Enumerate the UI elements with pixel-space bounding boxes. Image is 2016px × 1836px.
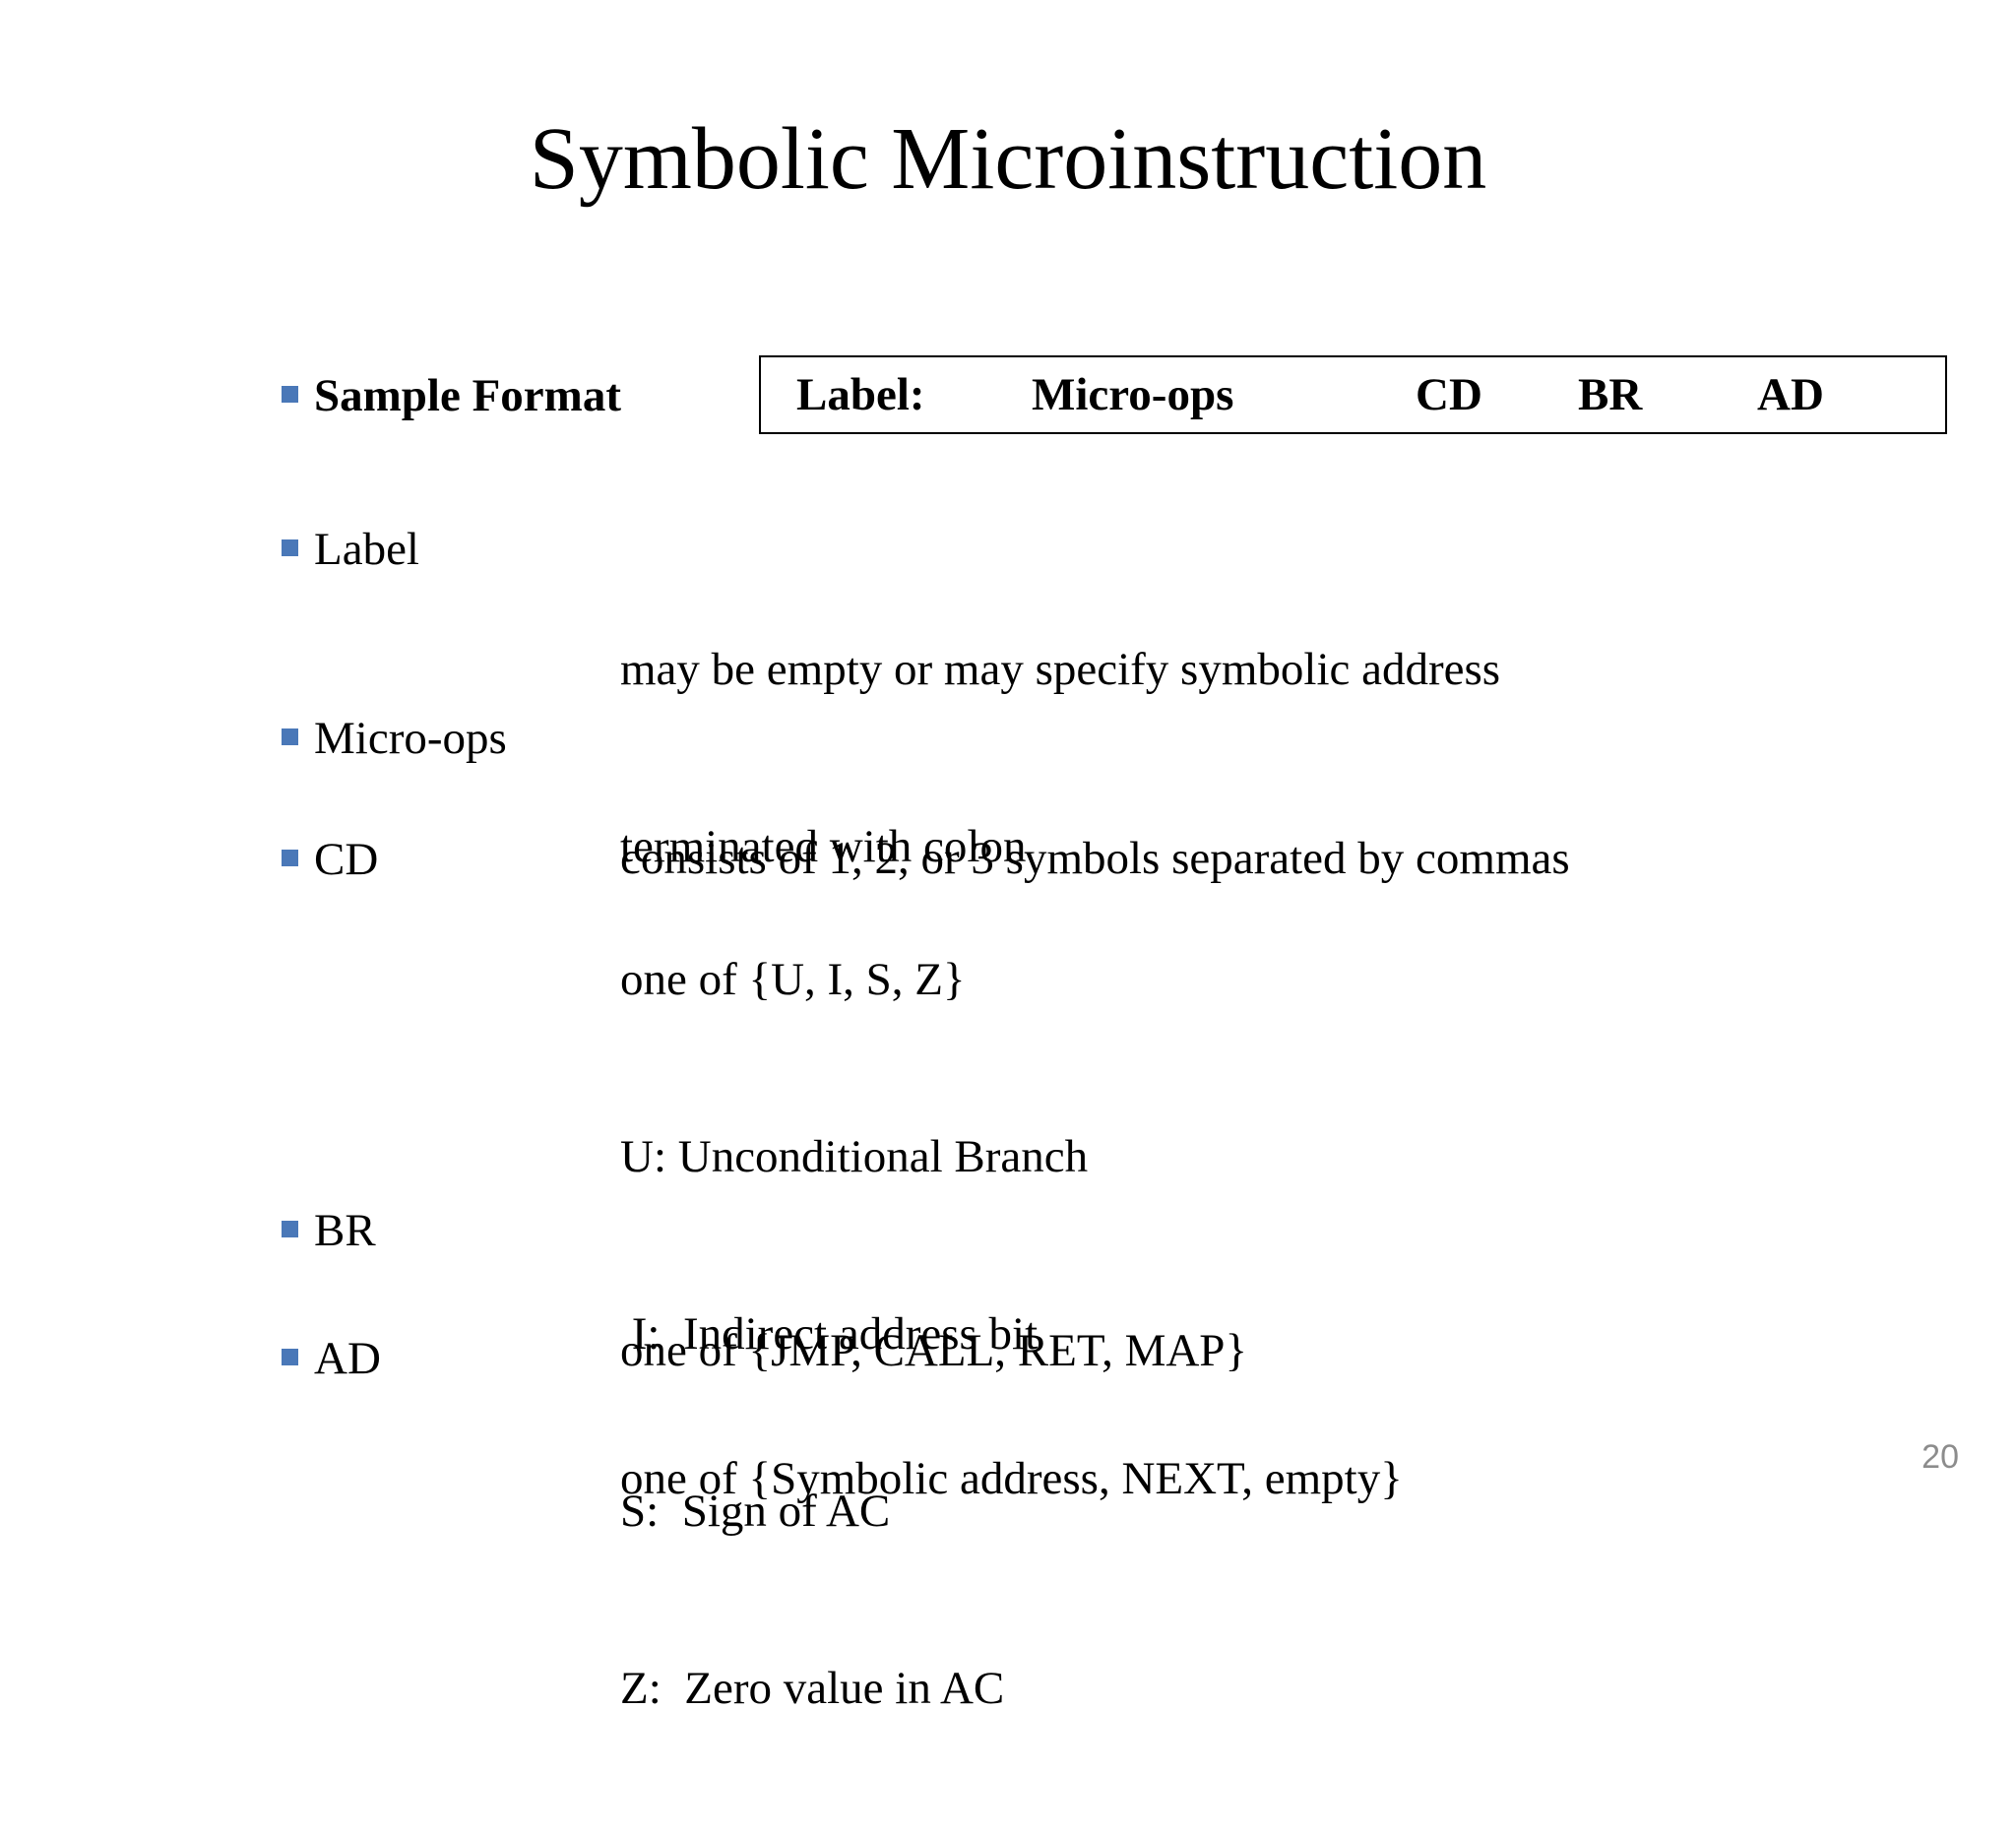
description-label: may be empty or may specify symbolic add… [620,522,1500,994]
square-bullet-icon [282,386,298,403]
bullet-row-label: Label [282,522,419,577]
field-ad: AD [1757,369,1824,420]
square-bullet-icon [282,728,298,745]
field-br: BR [1578,369,1643,420]
page-number: 20 [1922,1438,1959,1476]
term-micro-ops: Micro-ops [314,713,507,764]
term-br: BR [314,1205,376,1256]
slide-content: Sample Format Label: Micro-ops CD BR AD … [282,355,1947,1714]
field-cd: CD [1416,369,1482,420]
bullet-row-sample-format: Sample Format [282,368,621,423]
sample-format-box: Label: Micro-ops CD BR AD [759,355,1947,434]
square-bullet-icon [282,1221,298,1237]
square-bullet-icon [282,539,298,556]
bullet-row-br: BR [282,1203,376,1258]
bullet-row-micro-ops: Micro-ops [282,711,507,766]
square-bullet-icon [282,1349,298,1365]
term-label: Label [314,524,419,575]
field-micro-ops: Micro-ops [1032,369,1234,420]
description-line: one of {U, I, S, Z} [620,954,966,1005]
description-ad: one of {Symbolic address, NEXT, empty} [620,1331,1403,1626]
bullet-row-ad: AD [282,1331,381,1386]
term-sample-format: Sample Format [314,370,621,421]
page-title: Symbolic Microinstruction [529,110,1487,208]
square-bullet-icon [282,850,298,866]
description-line: Z: Zero value in AC [620,1663,1005,1714]
sample-format-fields: Label: Micro-ops CD BR AD [761,357,1945,432]
description-line: terminated with colon [620,821,1027,872]
description-line: U: Unconditional Branch [620,1131,1089,1182]
description-br: one of {JMP, CALL, RET, MAP} [620,1203,1247,1498]
description-line: consists of 1, 2, or 3 symbols separated… [620,833,1570,884]
bullet-row-cd: CD [282,832,378,887]
description-line: one of {Symbolic address, NEXT, empty} [620,1453,1403,1504]
term-ad: AD [314,1333,381,1384]
field-label: Label: [796,369,925,420]
description-line: I: Indirect address bit [620,1308,1039,1360]
term-cd: CD [314,834,379,885]
description-micro-ops: consists of 1, 2, or 3 symbols separated… [620,711,1570,1006]
description-line: one of {JMP, CALL, RET, MAP} [620,1325,1248,1376]
description-line: may be empty or may specify symbolic add… [620,644,1501,695]
